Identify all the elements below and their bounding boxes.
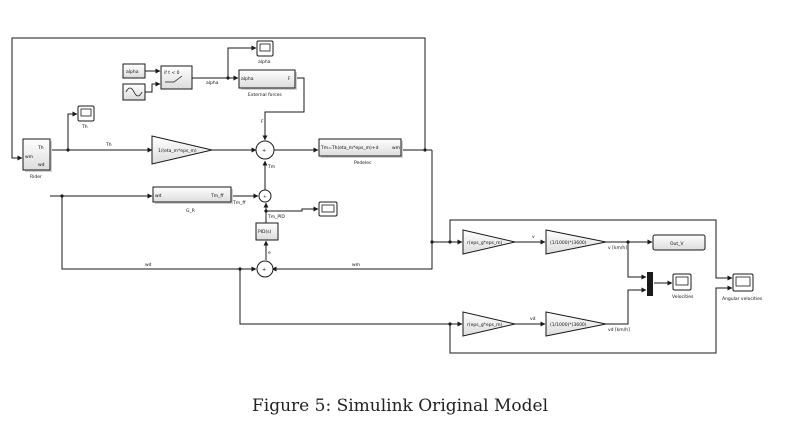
g-r-in-port: wd xyxy=(155,193,162,199)
external-forces-out-port: F xyxy=(288,76,291,82)
gain-v-label: r(eps_g*eps_m) xyxy=(467,240,503,246)
external-forces-block[interactable]: alpha F External forces xyxy=(238,69,297,98)
angular-velocities-label: Angular velocities xyxy=(722,296,763,302)
tm-pid-signal-label: Tm_PID xyxy=(267,214,285,220)
angular-velocities-scope[interactable]: Angular velocities xyxy=(722,273,763,302)
gain-eta-label: 1/(eta_m*eps_m) xyxy=(158,148,197,154)
sum-ff-sign: + xyxy=(263,194,267,200)
signal-lines xyxy=(11,37,733,354)
v-signal-label: v xyxy=(532,235,535,240)
sum-block-ff[interactable]: + xyxy=(258,189,272,203)
switch-icon xyxy=(165,75,183,83)
kmh-v-unit-label: v [km/h] xyxy=(608,245,627,251)
sum-block-main[interactable]: + xyxy=(255,140,275,160)
alpha-scope-label: alpha xyxy=(258,59,271,65)
pedelec-block[interactable]: Tm=Th(eta_m*eps_m)+d wm Pedelec xyxy=(318,138,403,166)
rider-wm-port: wm xyxy=(25,155,33,160)
external-forces-in-port: alpha xyxy=(241,76,254,82)
sine-wave-block[interactable] xyxy=(122,83,146,101)
tm-signal-label: Tm xyxy=(267,164,275,170)
pedelec-out-port: wm xyxy=(392,146,400,151)
alpha-constant-block[interactable]: alpha xyxy=(122,63,146,79)
e-signal-label: e xyxy=(268,251,271,256)
alpha-scope[interactable]: alpha xyxy=(256,40,274,65)
pid-scope[interactable] xyxy=(318,201,338,217)
kmh-v-label: (1/1000)*(3600) xyxy=(550,240,587,246)
switch-condition: if t < 0 xyxy=(164,70,180,76)
sum-error-sign: + xyxy=(262,267,266,273)
tm-ff-signal-label: Tm_ff xyxy=(232,200,246,206)
kmh-vd-block[interactable]: (1/1000)*(3600) xyxy=(545,311,607,337)
figure-caption: Figure 5: Simulink Original Model xyxy=(251,396,549,416)
simulink-diagram: Th wm wd Rider Th 1/(eta_m*eps_m) Th alp… xyxy=(11,37,763,354)
pid-label: PID(s) xyxy=(258,229,272,235)
kmh-vd-label: (1/1000)*(3600) xyxy=(550,322,587,328)
f-signal-label: F xyxy=(261,119,264,125)
g-r-label: G_R xyxy=(186,208,195,214)
gain-v-block[interactable]: r(eps_g*eps_m) xyxy=(462,229,516,255)
switch-block[interactable]: if t < 0 xyxy=(160,65,193,90)
sum-block-error[interactable]: + xyxy=(256,260,274,278)
rider-block[interactable]: Th wm wd Rider xyxy=(22,138,52,180)
th-scope-label: Th xyxy=(81,124,88,130)
sum-sign: + xyxy=(262,148,266,154)
kmh-v-block[interactable]: (1/1000)*(3600) xyxy=(545,229,607,255)
gain-vd-label: r(eps_g*eps_m) xyxy=(467,322,503,328)
g-r-block[interactable]: wd Tm_ff G_R xyxy=(152,186,233,214)
velocities-scope[interactable]: Velocities xyxy=(672,273,694,300)
alpha-constant-label: alpha xyxy=(126,69,139,75)
gain-eta-block[interactable]: 1/(eta_m*eps_m) xyxy=(151,135,213,165)
th-signal-label: Th xyxy=(105,142,112,148)
wm-signal-label: wm xyxy=(352,263,360,268)
alpha-signal-label: alpha xyxy=(206,80,219,86)
out-v-label: Out_V xyxy=(670,241,684,247)
gain-vd-block[interactable]: r(eps_g*eps_m) xyxy=(462,311,516,337)
mux-block[interactable] xyxy=(647,272,653,296)
pedelec-equation: Tm=Th(eta_m*eps_m)+d xyxy=(320,145,379,151)
velocities-label: Velocities xyxy=(672,294,694,300)
external-forces-label: External forces xyxy=(248,92,282,98)
rider-wd-port: wd xyxy=(38,162,45,168)
pid-controller-block[interactable]: PID(s) xyxy=(255,222,279,241)
wd-signal-label: wd xyxy=(145,262,152,268)
sine-icon xyxy=(125,87,143,97)
vd-signal-label: vd xyxy=(530,316,536,322)
rider-label: Rider xyxy=(30,174,42,180)
out-v-block[interactable]: Out_V xyxy=(652,234,706,251)
rider-th-port: Th xyxy=(37,145,44,151)
th-scope[interactable]: Th xyxy=(77,105,95,130)
g-r-out-port: Tm_ff xyxy=(210,193,224,199)
pedelec-label: Pedelec xyxy=(354,160,372,166)
junction-dots xyxy=(60,76,630,326)
kmh-vd-unit-label: vd [km/h] xyxy=(608,327,630,333)
